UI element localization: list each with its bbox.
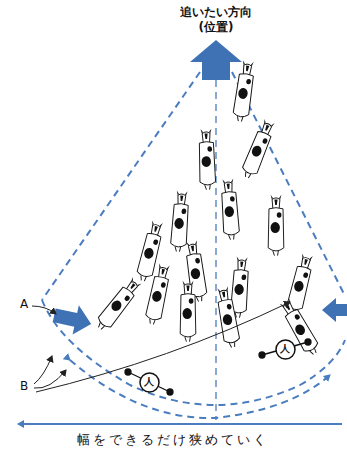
cattle-herd — [94, 60, 322, 358]
width-note: 幅をできるだけ狭めていく — [77, 433, 269, 447]
direction-arrow — [190, 40, 242, 80]
person-label: 人 — [144, 377, 154, 387]
person-marker: 人 — [139, 372, 160, 393]
person-marker: 人 — [275, 339, 296, 360]
stick-dot — [305, 339, 311, 345]
push-arrow-left — [51, 301, 94, 338]
fan-left-line — [42, 72, 200, 300]
leader-line — [34, 356, 52, 384]
callout-letter: A — [20, 298, 28, 311]
inner-arc — [70, 360, 330, 418]
stick-dot — [125, 369, 131, 375]
direction-note: (位置) — [199, 21, 234, 34]
person-stick — [128, 372, 170, 392]
width-arrow — [18, 423, 342, 425]
center-line — [215, 80, 216, 420]
push-arrow-right — [322, 298, 347, 322]
stick-dot — [259, 352, 265, 358]
stick-dot — [167, 389, 173, 395]
callout-letter: B — [20, 380, 28, 393]
leader-line — [32, 306, 56, 314]
direction-label: 追いたい方向 — [180, 6, 252, 19]
person-label: 人 — [280, 344, 290, 354]
person-stick — [262, 342, 308, 355]
leader-line — [36, 302, 290, 392]
